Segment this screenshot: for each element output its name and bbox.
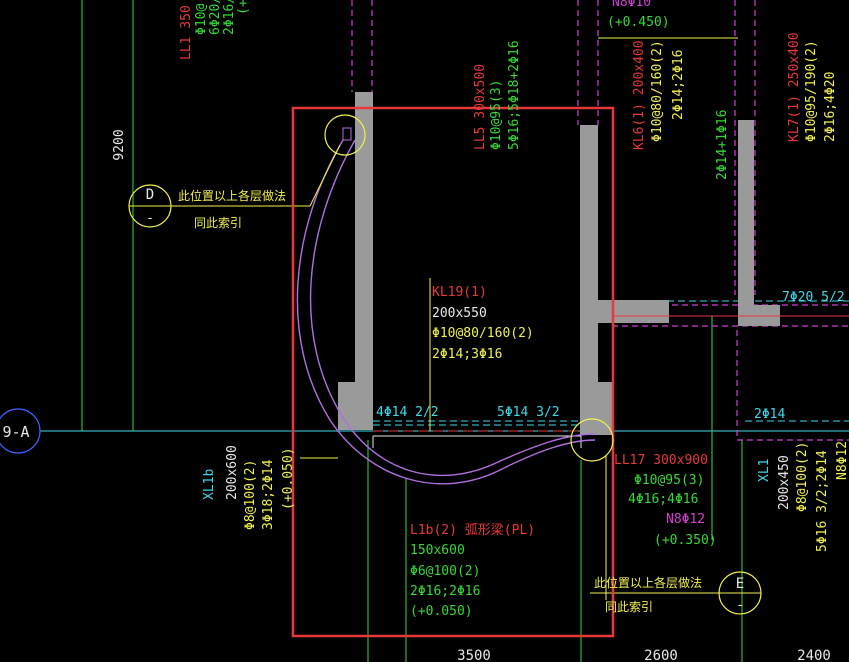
index-marker-d[interactable]: D - <box>128 184 172 228</box>
top-n8-bars: N8Φ10 <box>612 0 651 10</box>
curve-start-marker <box>342 127 352 141</box>
ll1-name: LL1 350 <box>179 5 194 60</box>
dimension-2600: 2600 <box>644 648 678 662</box>
kl19-size: 200x550 <box>432 306 487 321</box>
grid-label-9a: 9-A <box>2 423 29 441</box>
grid-lines <box>40 0 849 662</box>
l1b-bars: 2Φ16;2Φ16 <box>410 584 480 599</box>
index-letter-d: D <box>146 187 154 203</box>
xl1b-name: XL1b <box>202 469 217 500</box>
dimension-9200: 9200 <box>112 129 127 160</box>
ll5-bars: 5Φ16;5Φ18+2Φ16 <box>507 40 522 150</box>
xl1-bars: 5Φ16 3/2;2Φ14 <box>815 450 830 552</box>
kl6-stirrup: Φ10@80/160(2) <box>650 40 665 142</box>
ll5-stirrup: Φ10@95(3) <box>489 80 504 150</box>
index-dash-e: - <box>736 598 744 613</box>
ll17-name: LL17 300x900 <box>614 453 708 468</box>
index-marker-e[interactable]: E - <box>718 571 762 615</box>
right-bars-label: 7Φ20 5/2 <box>782 290 845 305</box>
ll5-name: LL5 300x500 <box>473 64 488 150</box>
xl1-stirrup: Φ8@100(2) <box>795 442 810 512</box>
leader-lines <box>166 37 740 600</box>
detail-circle-bottom[interactable] <box>570 418 614 462</box>
kl6-name: KL6(1) 200x400 <box>632 40 647 150</box>
dimension-3500: 3500 <box>457 648 491 662</box>
beam-outline <box>372 435 582 448</box>
xl1-name: XL1 <box>757 459 772 482</box>
ll1-stirrup: Φ10@ <box>194 4 209 35</box>
index-note-d-line2: 同此索引 <box>194 216 242 230</box>
grid-bubble-circle <box>0 408 41 454</box>
dimension-2400: 2400 <box>797 648 831 662</box>
selection-rectangle[interactable] <box>291 106 615 638</box>
ll17-bars: 4Φ16;4Φ16 <box>628 492 698 507</box>
curved-beam-l1b <box>296 139 596 485</box>
xl1b-stirrup: Φ8@100(2) <box>243 460 258 530</box>
kl19-stirrup: Φ10@80/160(2) <box>432 326 534 341</box>
ll17-n8: N8Φ12 <box>666 512 705 527</box>
ll1-bars-1: 6Φ20/ <box>208 0 223 35</box>
detail-circle-top[interactable] <box>324 114 366 156</box>
xl1b-elev: (+0.050) <box>281 447 296 510</box>
kl7-bars: 2Φ16;4Φ20 <box>823 72 838 142</box>
kl19-bars: 2Φ14;3Φ16 <box>432 347 502 362</box>
bottom-bars-left: 4Φ14 2/2 <box>376 405 439 420</box>
kl7-name: KL7(1) 250x400 <box>787 32 802 142</box>
bottom-bars-right: 5Φ14 3/2 <box>497 405 560 420</box>
xl1-extra: N8Φ12 <box>835 441 849 480</box>
ll17-stirrup: Φ10@95(3) <box>634 473 704 488</box>
vertical-bars-label: 2Φ14+1Φ16 <box>715 110 730 180</box>
index-note-e-line1: 此位置以上各层做法 <box>594 575 702 590</box>
kl7-stirrup: Φ10@95/190(2) <box>804 40 819 142</box>
index-note-d-line1: 此位置以上各层做法 <box>178 188 286 203</box>
dashed-beam-lines <box>351 0 849 441</box>
kl19-name: KL19(1) <box>432 285 487 300</box>
l1b-stirrup: Φ6@100(2) <box>410 564 480 579</box>
l1b-size: 150x600 <box>410 543 465 558</box>
l1b-elev: (+0.050) <box>410 604 473 619</box>
red-axis-lines <box>373 315 849 432</box>
index-letter-e: E <box>736 576 744 592</box>
index-note-e-line2: 同此索引 <box>605 600 653 614</box>
xl1b-bars: 3Φ18;2Φ14 <box>261 459 276 530</box>
grid-bubble-9a[interactable]: 9-A <box>0 408 41 454</box>
index-dash-d: - <box>146 211 154 226</box>
ll1-elev: (+0 <box>236 0 251 15</box>
wall-shapes <box>338 92 780 435</box>
xl1b-size: 200x600 <box>225 445 240 500</box>
ll17-elev: (+0.350) <box>654 533 717 548</box>
top-n8-elev: (+0.450) <box>607 15 670 30</box>
ll1-bars-2: 2Φ16/ <box>222 0 237 35</box>
l1b-name: L1b(2) 弧形梁(PL) <box>410 523 535 538</box>
kl6-bars: 2Φ14;2Φ16 <box>671 50 686 120</box>
right-2d14-label: 2Φ14 <box>754 407 785 422</box>
xl1-size: 200x450 <box>777 455 792 510</box>
